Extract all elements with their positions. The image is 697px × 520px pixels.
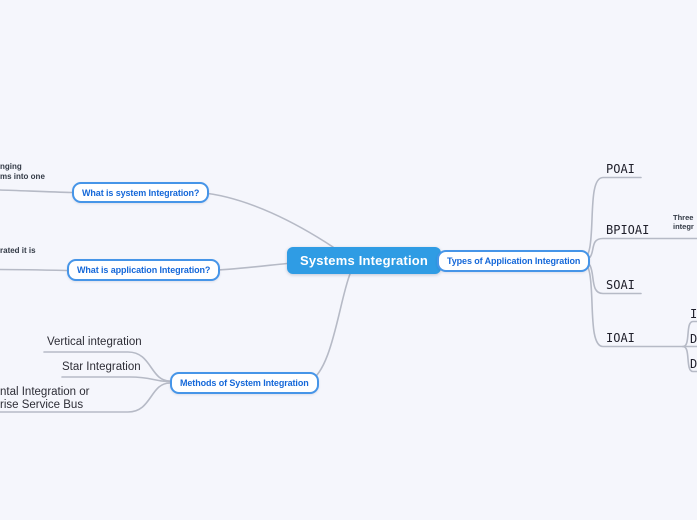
leaf-ioai-child-1-truncated[interactable]: I	[690, 307, 697, 321]
root-node-systems-integration[interactable]: Systems Integration	[287, 247, 442, 274]
edge-methods-vertical	[43, 351, 171, 382]
edge-types-poai	[580, 176, 642, 262]
node-types-of-application-integration[interactable]: Types of Application Integration	[437, 250, 591, 272]
node-what-is-application-integration[interactable]: What is application Integration?	[67, 259, 221, 281]
edge-methods-horizontal	[0, 382, 171, 413]
edge-application-offscreen	[0, 268, 68, 272]
edge-types-bpioai	[580, 237, 697, 262]
leaf-ioai-child-3-truncated[interactable]: D	[690, 357, 697, 371]
edge-system-offscreen	[0, 189, 73, 194]
note-system-line1: nging	[0, 162, 22, 171]
note-system-truncated[interactable]: nging ms into one	[0, 162, 45, 181]
leaf-horizontal-line1: ntal Integration or	[0, 386, 90, 398]
note-bpioai-line2: integr	[673, 222, 694, 231]
edge-ioai-child1	[682, 320, 697, 348]
edge-ioai-child3	[682, 345, 697, 373]
edge-methods-star	[61, 376, 171, 383]
leaf-horizontal-line2: rise Service Bus	[0, 398, 84, 411]
note-system-line2: ms into one	[0, 171, 45, 181]
note-bpioai-line1: Three	[673, 213, 694, 222]
node-methods-of-system-integration[interactable]: Methods of System Integration	[170, 372, 319, 394]
node-what-is-system-integration[interactable]: What is system Integration?	[72, 182, 210, 203]
note-application-truncated[interactable]: rated it is	[0, 246, 36, 255]
leaf-soai[interactable]: SOAI	[606, 278, 635, 292]
leaf-vertical-integration[interactable]: Vertical integration	[47, 336, 142, 348]
leaf-ioai-child-2-truncated[interactable]: D	[690, 332, 697, 346]
edge-root-system	[199, 191, 334, 248]
leaf-bpioai[interactable]: BPIOAI	[606, 223, 650, 237]
edge-root-methods	[307, 273, 351, 383]
leaf-star-integration[interactable]: Star Integration	[62, 361, 141, 373]
note-bpioai-truncated[interactable]: Three integr	[673, 213, 694, 231]
leaf-horizontal-integration-truncated[interactable]: ntal Integration or rise Service Bus	[0, 386, 90, 411]
leaf-poai[interactable]: POAI	[606, 162, 635, 176]
leaf-ioai[interactable]: IOAI	[606, 331, 635, 345]
